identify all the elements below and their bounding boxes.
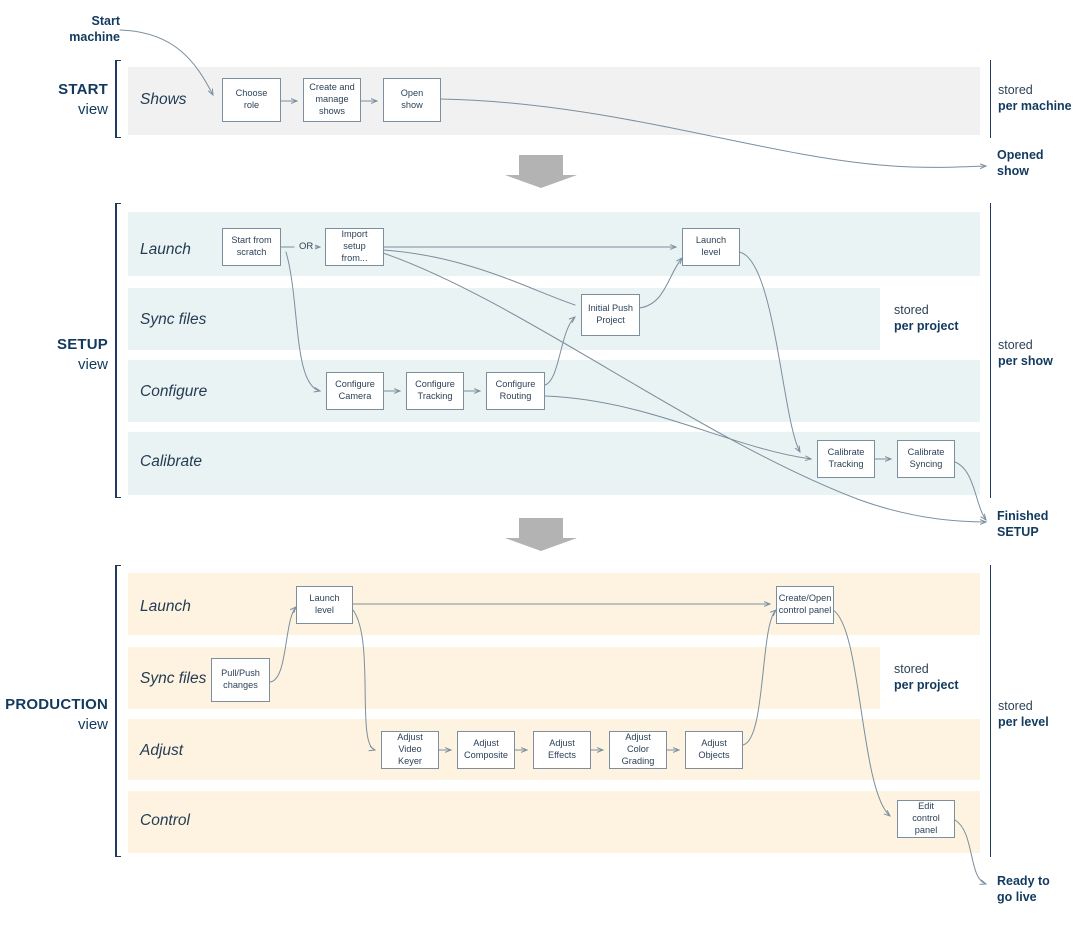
scope-label-per-machine: stored per machine: [998, 83, 1072, 114]
phase-view-start: view: [77, 100, 108, 118]
entry-label-line1: Start: [91, 14, 120, 28]
connector-label-or: OR: [297, 241, 316, 252]
lane-title-setup-sync: Sync files: [140, 311, 207, 328]
lane-title-production-control: Control: [140, 812, 190, 829]
scope-label-per-show: stored per show: [998, 338, 1053, 369]
lane-band-setup-sync: [128, 288, 880, 350]
node-configure-camera[interactable]: Configure Camera: [326, 372, 384, 410]
scope-bracket-per-level: [990, 565, 991, 857]
phase-label-setup: SETUP view: [0, 335, 108, 374]
scope-label-setup-per-project: stored per project: [894, 303, 959, 334]
node-start-from-scratch[interactable]: Start from scratch: [222, 228, 281, 266]
lane-title-production-adjust: Adjust: [140, 742, 184, 759]
phase-name-setup: SETUP: [56, 336, 108, 353]
outcome-label-ready-to-go-live: Ready to go live: [997, 874, 1050, 904]
node-import-setup-from[interactable]: Import setup from...: [325, 228, 384, 266]
node-create-manage-shows[interactable]: Create and manage shows: [303, 78, 361, 122]
node-adjust-composite[interactable]: Adjust Composite: [457, 731, 515, 769]
phase-view-production: view: [77, 715, 108, 733]
outcome-label-opened-show: Opened show: [997, 148, 1044, 178]
node-production-launch-level[interactable]: Launch level: [296, 586, 353, 624]
entry-label-start-machine: Start machine: [0, 13, 120, 45]
node-calibrate-tracking[interactable]: Calibrate Tracking: [817, 440, 875, 478]
lane-title-setup-calibrate: Calibrate: [140, 453, 203, 470]
phase-name-start: START: [58, 81, 108, 98]
node-configure-tracking[interactable]: Configure Tracking: [406, 372, 464, 410]
lane-title-production-launch: Launch: [140, 598, 191, 615]
node-configure-routing[interactable]: Configure Routing: [486, 372, 545, 410]
scope-label-production-per-project: stored per project: [894, 662, 959, 693]
scope-label-per-level: stored per level: [998, 699, 1049, 730]
lane-band-setup-configure: [128, 360, 980, 422]
lane-title-setup-launch: Launch: [140, 241, 191, 258]
phase-bracket-start: [115, 60, 121, 138]
phase-name-production: PRODUCTION: [5, 696, 108, 713]
node-adjust-effects[interactable]: Adjust Effects: [533, 731, 591, 769]
lane-title-setup-configure: Configure: [140, 383, 208, 400]
phase-bracket-production: [115, 565, 121, 857]
phase-label-start: START view: [0, 80, 108, 119]
node-create-open-control-panel[interactable]: Create/Open control panel: [776, 586, 834, 624]
scope-bracket-per-show: [990, 203, 991, 498]
node-initial-push-project[interactable]: Initial Push Project: [581, 294, 640, 336]
phase-bracket-setup: [115, 203, 121, 498]
phase-transition-arrow-2: [505, 518, 577, 551]
lane-band-production-control: [128, 791, 980, 853]
node-edit-control-panel[interactable]: Edit control panel: [897, 800, 955, 838]
lane-title-shows: Shows: [140, 91, 187, 108]
node-adjust-color-grading[interactable]: Adjust Color Grading: [609, 731, 667, 769]
lane-title-production-sync: Sync files: [140, 670, 207, 687]
entry-label-line2: machine: [69, 30, 120, 44]
node-calibrate-syncing[interactable]: Calibrate Syncing: [897, 440, 955, 478]
phase-label-production: PRODUCTION view: [0, 695, 108, 734]
node-adjust-video-keyer[interactable]: Adjust Video Keyer: [381, 731, 439, 769]
phase-view-setup: view: [77, 355, 108, 373]
node-setup-launch-level[interactable]: Launch level: [682, 228, 740, 266]
outcome-label-finished-setup: Finished SETUP: [997, 509, 1049, 539]
phase-transition-arrow-1: [505, 155, 577, 188]
node-choose-role[interactable]: Choose role: [222, 78, 281, 122]
node-pull-push-changes[interactable]: Pull/Push changes: [211, 658, 270, 702]
lane-band-production-launch: [128, 573, 980, 635]
node-open-show[interactable]: Open show: [383, 78, 441, 122]
scope-bracket-per-machine: [990, 60, 991, 138]
node-adjust-objects[interactable]: Adjust Objects: [685, 731, 743, 769]
